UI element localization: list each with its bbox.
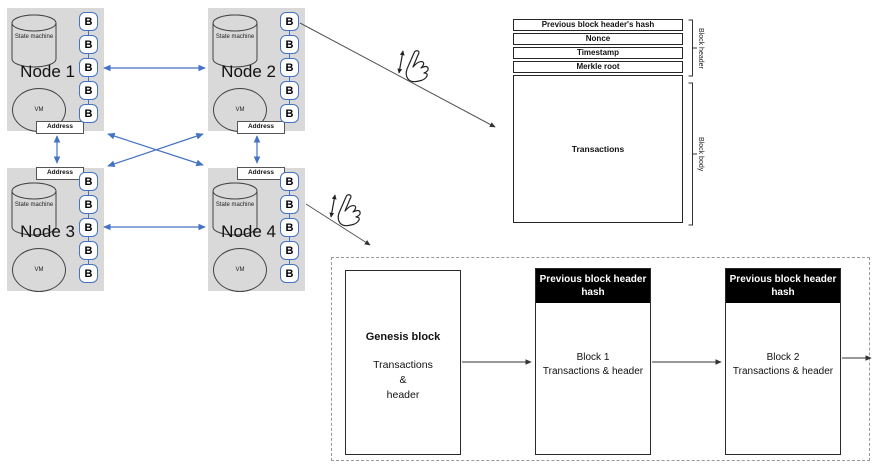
arrow-node1-node4 — [107, 132, 204, 167]
state-machine-cylinder-icon — [11, 14, 57, 68]
block-b: B — [79, 58, 98, 77]
address-box: Address — [36, 121, 84, 134]
state-machine-label: State machine — [14, 34, 54, 40]
block-b: B — [79, 104, 98, 123]
block-1-header: Previous block header hash — [536, 269, 650, 303]
node-4: State machine Node 4 VM Address B B B B … — [208, 167, 305, 292]
block-2-header: Previous block header hash — [726, 269, 840, 303]
block-b: B — [280, 264, 299, 283]
block-b: B — [280, 35, 299, 54]
state-machine-label: State machine — [215, 34, 255, 40]
block-b: B — [280, 241, 299, 260]
block-1-subtitle: Transactions & header — [542, 366, 644, 377]
block-b: B — [79, 172, 98, 191]
block-2-box: Previous block header hash Block 2 Trans… — [725, 268, 841, 455]
block-structure-diagram: Previous block header's hash Nonce Times… — [513, 19, 683, 223]
field-nonce: Nonce — [513, 33, 683, 45]
vm-label: VM — [235, 267, 245, 273]
block-header-bracket-label: Block header — [697, 27, 704, 69]
block-b: B — [79, 81, 98, 100]
swipe-gesture-icon — [397, 50, 429, 83]
swipe-gesture-icon — [329, 194, 361, 227]
transactions-body: Transactions — [513, 75, 683, 223]
state-machine-label: State machine — [215, 202, 255, 208]
address-box: Address — [237, 121, 285, 134]
field-timestamp: Timestamp — [513, 47, 683, 59]
block-b: B — [280, 218, 299, 237]
transactions-label: Transactions — [571, 144, 625, 154]
node-2-label: Node 2 — [221, 62, 276, 81]
genesis-line: header — [386, 389, 420, 401]
vm-circle: VM — [12, 248, 66, 292]
block-b: B — [79, 12, 98, 31]
block-1-box: Previous block header hash Block 1 Trans… — [535, 268, 651, 455]
block-b: B — [280, 58, 299, 77]
vm-circle: VM — [213, 248, 267, 292]
genesis-title: Genesis block — [365, 331, 441, 343]
block-b: B — [280, 12, 299, 31]
block-b: B — [79, 218, 98, 237]
block-body-bracket — [688, 82, 697, 226]
vm-label: VM — [34, 267, 44, 273]
vm-label: VM — [34, 107, 44, 113]
block-2-subtitle: Transactions & header — [732, 366, 834, 377]
node-1-label: Node 1 — [20, 62, 75, 81]
block-header-bracket — [688, 19, 697, 77]
genesis-line: & — [399, 374, 407, 386]
block-b: B — [280, 81, 299, 100]
field-previous-hash: Previous block header's hash — [513, 19, 683, 31]
field-merkle-root: Merkle root — [513, 61, 683, 73]
block-b: B — [280, 104, 299, 123]
arrow-node2-node3 — [107, 132, 204, 168]
state-machine-cylinder-icon — [11, 182, 57, 236]
block-b: B — [79, 241, 98, 260]
address-box: Address — [36, 167, 84, 180]
block-b: B — [280, 195, 299, 214]
block-body-bracket-label: Block body — [697, 136, 704, 172]
state-machine-cylinder-icon — [212, 14, 258, 68]
block-b: B — [280, 172, 299, 191]
block-2-body: Block 2 Transactions & header — [726, 351, 840, 379]
node-2: State machine Node 2 VM Address B B B B … — [208, 8, 305, 134]
node-4-label: Node 4 — [221, 222, 276, 241]
block-b: B — [79, 35, 98, 54]
block-b: B — [79, 264, 98, 283]
vm-label: VM — [235, 107, 245, 113]
address-box: Address — [237, 167, 285, 180]
genesis-block-box: Genesis block Transactions & header — [345, 270, 461, 455]
node-3: State machine Node 3 VM Address B B B B … — [7, 167, 104, 292]
node-1: State machine Node 1 VM Address B B B B … — [7, 8, 104, 134]
node-3-label: Node 3 — [20, 222, 75, 241]
block-b: B — [79, 195, 98, 214]
state-machine-cylinder-icon — [212, 182, 258, 236]
state-machine-label: State machine — [14, 202, 54, 208]
block-2-name: Block 2 — [766, 352, 800, 363]
block-1-name: Block 1 — [576, 352, 610, 363]
block-1-body: Block 1 Transactions & header — [536, 351, 650, 379]
genesis-line: Transactions — [373, 359, 433, 371]
